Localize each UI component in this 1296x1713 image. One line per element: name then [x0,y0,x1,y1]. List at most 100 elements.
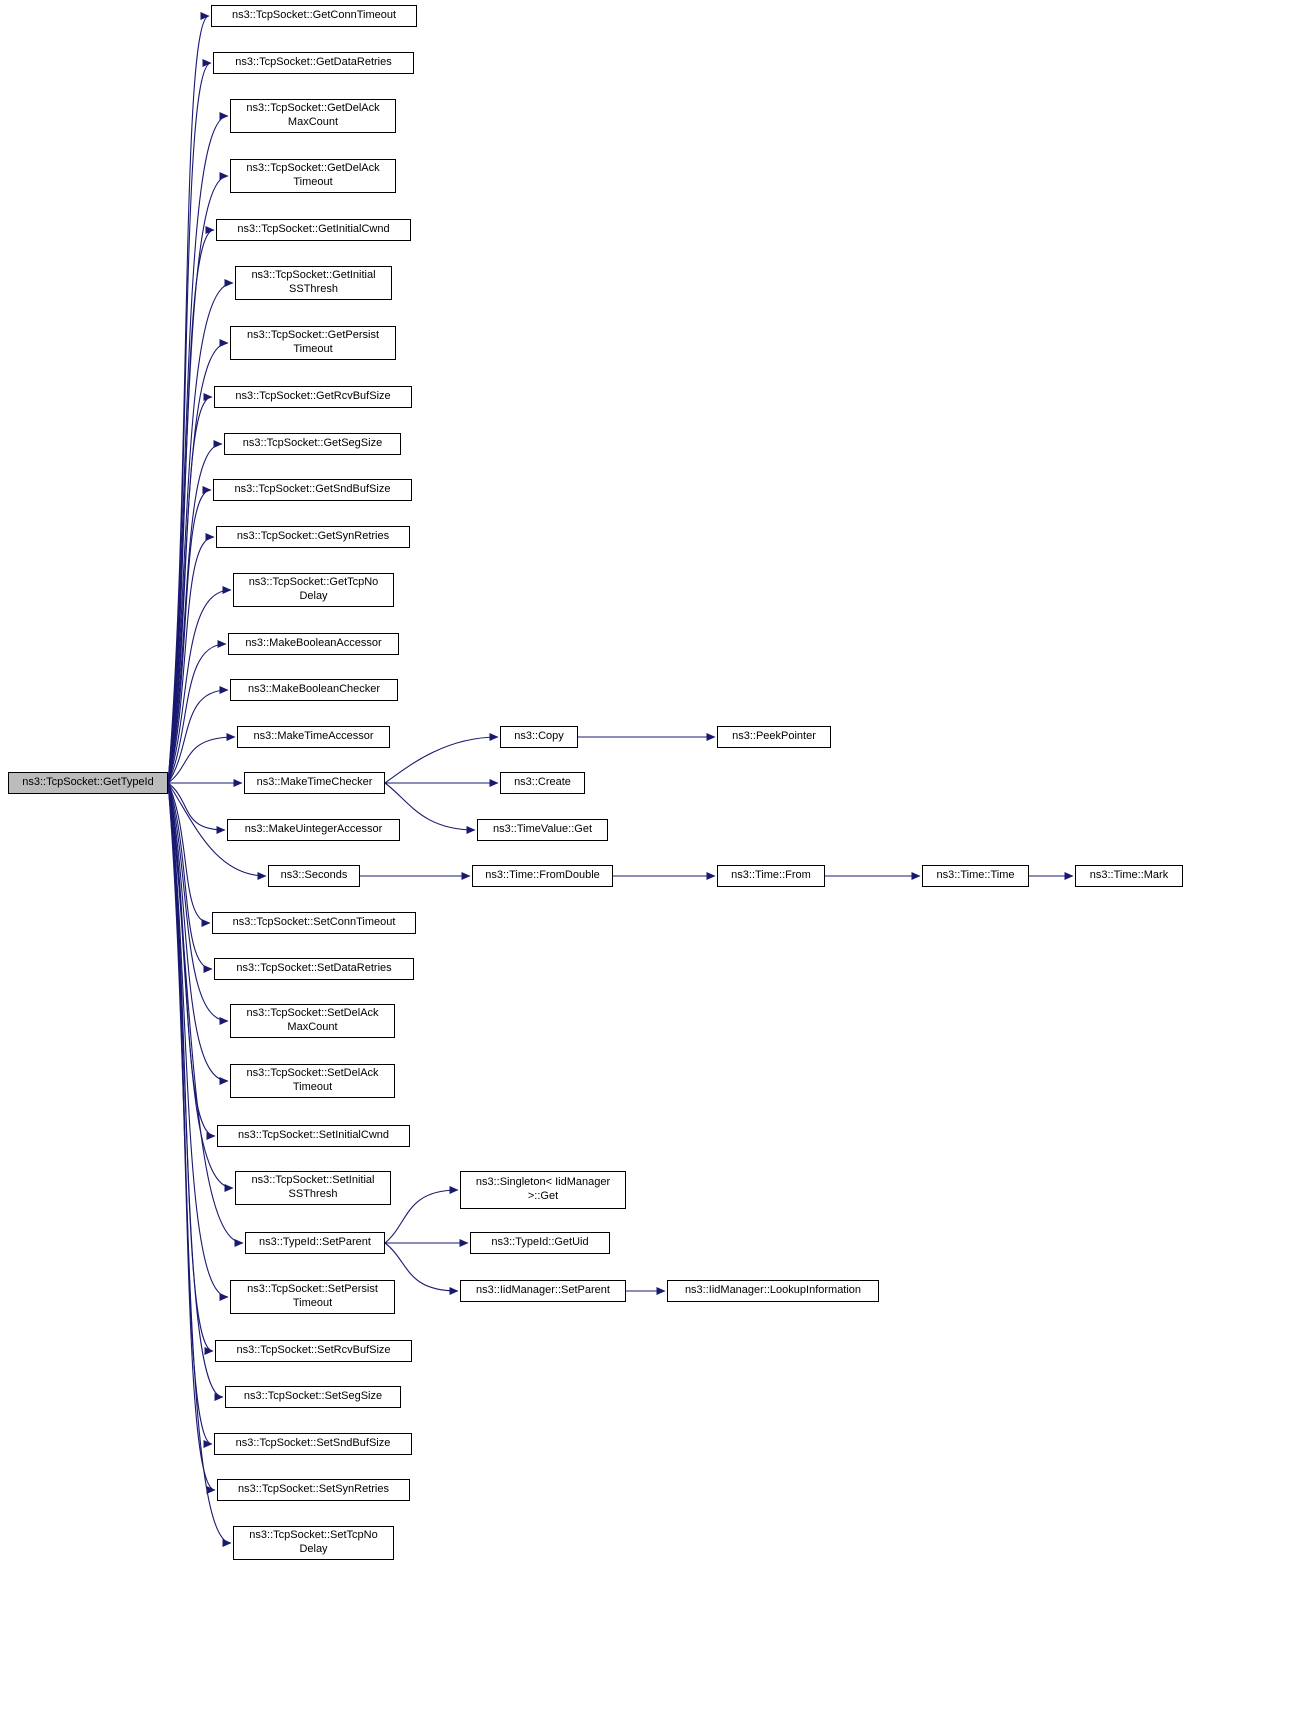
graph-node-time-from[interactable]: ns3::Time::From [717,865,825,887]
edge-gettypeid-to-set-delack-maxcount [167,782,229,1025]
graph-node-typeid-set-parent[interactable]: ns3::TypeId::SetParent [245,1232,385,1254]
graph-node-label: Timeout [292,1297,333,1309]
edge-gettypeid-to-get-conn-timeout [167,12,210,784]
edge-gettypeid-to-get-data-retries [167,59,212,784]
graph-node-label: ns3::MakeTimeChecker [256,776,373,789]
edge-gettypeid-to-set-persist-timeout [167,782,229,1301]
graph-node-label: ns3::TcpSocket::GetInitial [251,269,376,282]
edge-gettypeid-to-get-initial-cwnd [167,226,215,784]
graph-node-label: ns3::TcpSocket::GetSynRetries [236,530,390,543]
edge-gettypeid-to-set-conn-timeout [167,782,211,927]
graph-node-label: ns3::TcpSocket::SetSynRetries [237,1483,389,1496]
graph-node-label: ns3::MakeTimeAccessor [253,730,374,743]
graph-node-label: ns3::TcpSocket::GetPersist [246,329,380,342]
graph-node-peek-pointer[interactable]: ns3::PeekPointer [717,726,831,748]
graph-node-label: ns3::TcpSocket::SetSegSize [243,1390,383,1403]
graph-node-label: ns3::TypeId::GetUid [491,1236,589,1249]
edge-gettypeid-to-get-snd-buf-size [167,486,212,784]
graph-node-label: ns3::TcpSocket::GetSegSize [242,437,383,450]
graph-node-set-initial-cwnd[interactable]: ns3::TcpSocket::SetInitialCwnd [217,1125,410,1147]
graph-node-label: ns3::Time::Mark [1089,869,1169,882]
edge-gettypeid-to-get-rcv-buf-size [167,393,213,784]
graph-node-set-seg-size[interactable]: ns3::TcpSocket::SetSegSize [225,1386,401,1408]
graph-node-label: ns3::Singleton< IidManager [475,1176,611,1189]
graph-node-label: ns3::PeekPointer [732,730,816,743]
edge-gettypeid-to-make-boolean-accessor [167,640,227,784]
graph-node-set-snd-buf-size[interactable]: ns3::TcpSocket::SetSndBufSize [214,1433,412,1455]
graph-node-get-syn-retries[interactable]: ns3::TcpSocket::GetSynRetries [216,526,410,548]
graph-node-label: ns3::TcpSocket::SetTcpNo [249,1529,378,1542]
graph-node-singleton-get[interactable]: ns3::Singleton< IidManager>::Get [460,1171,626,1209]
graph-node-label: Timeout [293,343,333,355]
graph-node-make-time-accessor[interactable]: ns3::MakeTimeAccessor [237,726,390,748]
graph-node-label: ns3::TcpSocket::SetPersist [247,1283,378,1296]
graph-node-time-mark[interactable]: ns3::Time::Mark [1075,865,1183,887]
graph-node-label: Delay [299,590,328,602]
graph-node-iidmanager-setparent[interactable]: ns3::IidManager::SetParent [460,1280,626,1302]
graph-node-get-rcv-buf-size[interactable]: ns3::TcpSocket::GetRcvBufSize [214,386,412,408]
graph-node-label: Delay [299,1543,328,1555]
graph-node-label: ns3::TcpSocket::SetConnTimeout [232,916,396,929]
graph-node-time-fromdouble[interactable]: ns3::Time::FromDouble [472,865,613,887]
graph-node-label: ns3::Time::Time [936,869,1015,882]
edge-gettypeid-to-set-seg-size [167,782,224,1401]
graph-node-seconds[interactable]: ns3::Seconds [268,865,360,887]
graph-node-typeid-getuid[interactable]: ns3::TypeId::GetUid [470,1232,610,1254]
graph-node-label: ns3::TcpSocket::GetDelAck [246,162,380,175]
graph-node-label: Timeout [293,176,333,188]
graph-node-make-boolean-checker[interactable]: ns3::MakeBooleanChecker [230,679,398,701]
graph-node-label: ns3::TcpSocket::SetDelAck [246,1067,379,1080]
graph-node-label: ns3::MakeBooleanAccessor [245,637,382,650]
graph-node-label: Timeout [292,1081,333,1093]
graph-node-create[interactable]: ns3::Create [500,772,585,794]
graph-node-label: ns3::TcpSocket::GetTypeId [22,776,154,789]
graph-node-label: ns3::TcpSocket::SetDelAck [246,1007,379,1020]
graph-node-time-time[interactable]: ns3::Time::Time [922,865,1029,887]
graph-node-make-boolean-accessor[interactable]: ns3::MakeBooleanAccessor [228,633,399,655]
graph-node-get-initial-cwnd[interactable]: ns3::TcpSocket::GetInitialCwnd [216,219,411,241]
graph-node-label: ns3::Time::From [731,869,811,882]
graph-node-label: ns3::TcpSocket::GetConnTimeout [231,9,397,22]
graph-node-get-seg-size[interactable]: ns3::TcpSocket::GetSegSize [224,433,401,455]
graph-node-label: ns3::TcpSocket::SetSndBufSize [235,1437,391,1450]
graph-node-copy[interactable]: ns3::Copy [500,726,578,748]
edge-gettypeid-to-set-syn-retries [167,782,216,1494]
edge-gettypeid-to-make-boolean-checker [167,686,229,784]
graph-node-label: ns3::Copy [514,730,564,743]
graph-node-timevalue-get[interactable]: ns3::TimeValue::Get [477,819,608,841]
edge-gettypeid-to-make-uinteger-accessor [167,782,226,834]
graph-node-label: >::Get [527,1190,559,1202]
edge-gettypeid-to-set-tcp-no-delay [167,782,232,1547]
graph-node-set-syn-retries[interactable]: ns3::TcpSocket::SetSynRetries [217,1479,410,1501]
graph-node-label: MaxCount [287,116,339,128]
edge-typeid-set-parent-to-iidmanager-setparent [384,1242,459,1295]
graph-node-get-snd-buf-size[interactable]: ns3::TcpSocket::GetSndBufSize [213,479,412,501]
graph-node-get-conn-timeout[interactable]: ns3::TcpSocket::GetConnTimeout [211,5,417,27]
graph-node-set-rcv-buf-size[interactable]: ns3::TcpSocket::SetRcvBufSize [215,1340,412,1362]
graph-node-label: ns3::TcpSocket::GetTcpNo [248,576,379,589]
graph-node-set-data-retries[interactable]: ns3::TcpSocket::SetDataRetries [214,958,414,980]
graph-node-set-conn-timeout[interactable]: ns3::TcpSocket::SetConnTimeout [212,912,416,934]
graph-node-label: SSThresh [289,283,338,295]
graph-node-lookup-information[interactable]: ns3::IidManager::LookupInformation [667,1280,879,1302]
graph-node-label: ns3::TcpSocket::GetDelAck [246,102,380,115]
graph-node-label: ns3::IidManager::LookupInformation [684,1284,862,1297]
graph-node-label: ns3::TcpSocket::SetDataRetries [236,962,392,975]
edge-gettypeid-to-get-tcp-no-delay [167,586,232,784]
edge-gettypeid-to-set-rcv-buf-size [167,782,214,1355]
graph-node-make-time-checker[interactable]: ns3::MakeTimeChecker [244,772,385,794]
graph-node-make-uinteger-accessor[interactable]: ns3::MakeUintegerAccessor [227,819,400,841]
graph-node-label: ns3::TimeValue::Get [492,823,593,836]
graph-node-get-data-retries[interactable]: ns3::TcpSocket::GetDataRetries [213,52,414,74]
